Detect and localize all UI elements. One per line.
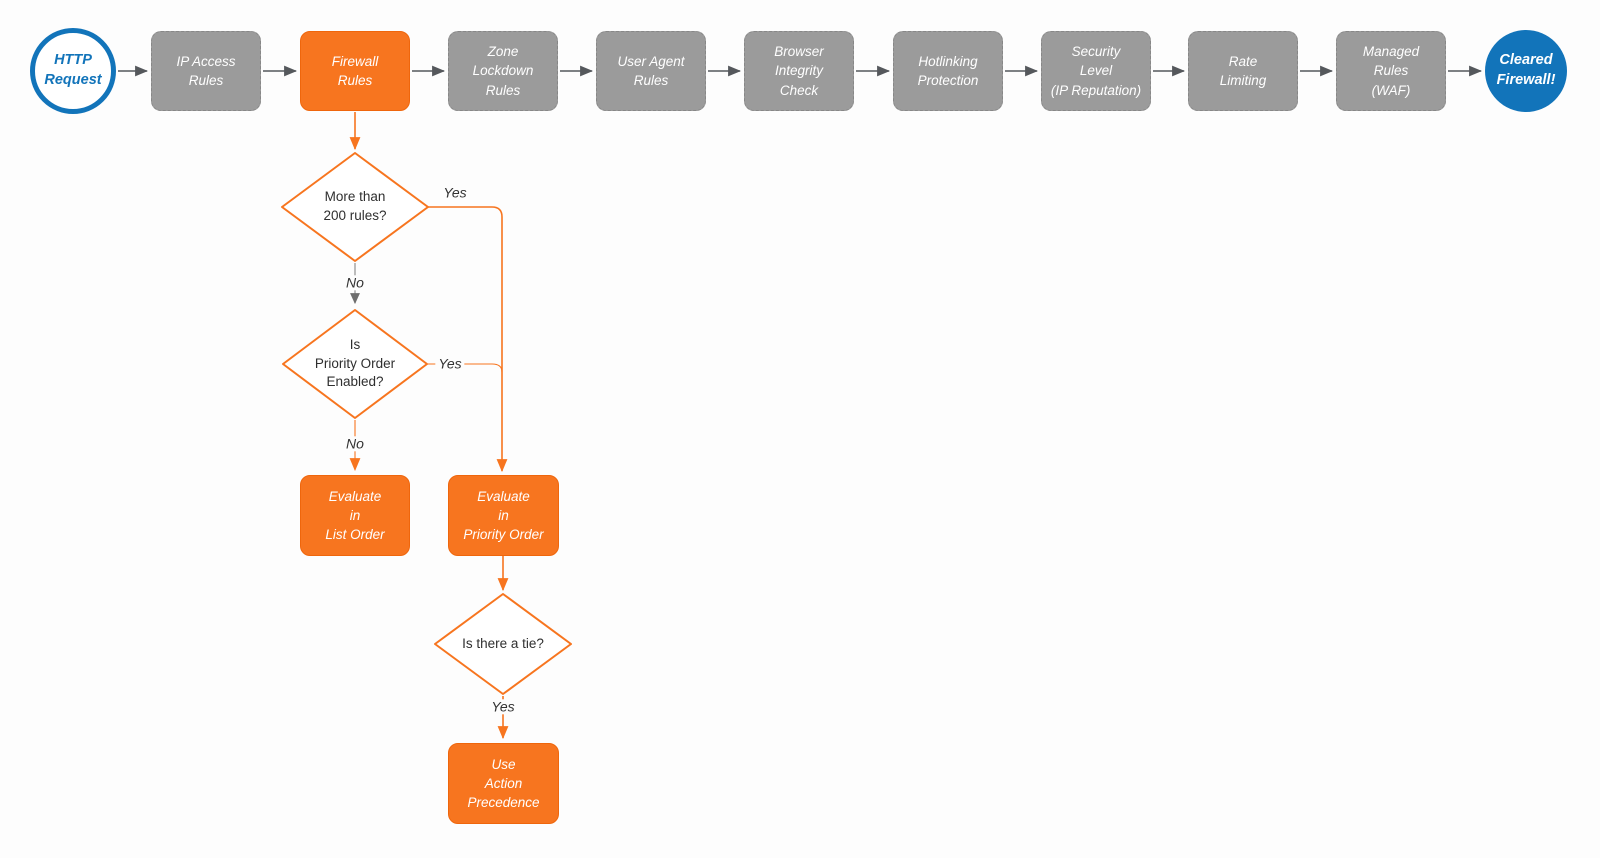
edge-label-more-rules-no: No [343, 274, 367, 291]
action-evaluate-in-priority-order: Evaluate in Priority Order [448, 475, 559, 556]
action-evaluate-in-list-order: Evaluate in List Order [300, 475, 410, 556]
decision-tie-question: Is there a tie? [462, 635, 544, 651]
edge-label-tie-yes: Yes [488, 698, 518, 715]
stage-ip-access-rules: IP Access Rules [151, 31, 261, 111]
edge-label-more-rules-yes: Yes [440, 184, 470, 201]
edge-label-priority-no: No [343, 435, 367, 452]
decision-priority-question: Is Priority Order Enabled? [314, 336, 396, 390]
stage-security-level-ip-reputation: Security Level (IP Reputation) [1041, 31, 1151, 111]
stage-managed-rules-waf: Managed Rules (WAF) [1336, 31, 1446, 111]
stage-browser-integrity-check: Browser Integrity Check [744, 31, 854, 111]
edge-decision-priority-yes [427, 363, 503, 373]
stage-hotlinking-protection: Hotlinking Protection [893, 31, 1003, 111]
decision-more-rules-shape [281, 152, 429, 262]
edge-label-priority-yes: Yes [435, 355, 465, 372]
start-node-http-request: HTTP Request [30, 28, 116, 114]
decision-more-rules-question: More than 200 rules? [323, 189, 387, 223]
stage-zone-lockdown-rules: Zone Lockdown Rules [448, 31, 558, 111]
stage-firewall-rules: Firewall Rules [300, 31, 410, 111]
edge-decision-more-rules-yes [428, 206, 508, 473]
decision-priority-shape [282, 309, 428, 419]
action-use-action-precedence: Use Action Precedence [448, 743, 559, 824]
stage-user-agent-rules: User Agent Rules [596, 31, 706, 111]
end-node-cleared-firewall: Cleared Firewall! [1485, 30, 1567, 112]
decision-tie-shape [434, 593, 572, 695]
stage-rate-limiting: Rate Limiting [1188, 31, 1298, 111]
